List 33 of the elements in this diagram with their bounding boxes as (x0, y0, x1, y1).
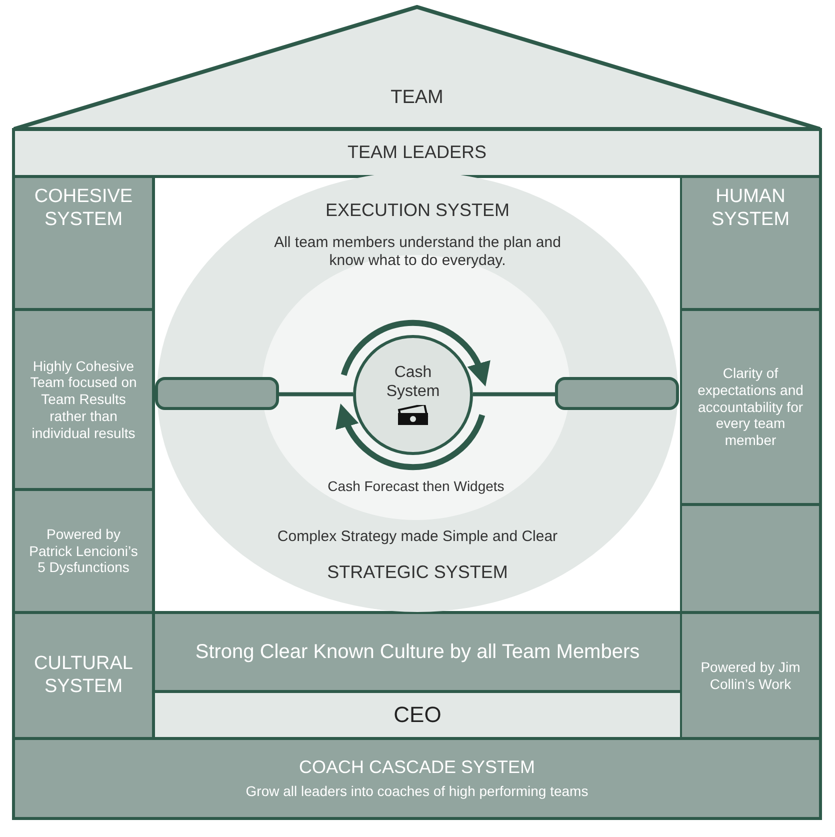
system-panel (682, 178, 819, 308)
system-panel (682, 311, 819, 503)
panel-label: COHESIVE SYSTEM (33, 186, 134, 232)
ellipse-text: Cash Forecast then Widgets (326, 478, 506, 495)
system-panel (15, 311, 152, 488)
panel-subtext: Grow all leaders into coaches of high performing teams (246, 782, 588, 800)
system-panel (15, 491, 152, 611)
empty-panel (682, 506, 819, 611)
system-panel (682, 614, 819, 737)
panel-label: Powered by Jim Collin’s Work (700, 658, 802, 692)
panel-label: Clarity of expectations and accountability for every team member (696, 365, 804, 449)
ellipse-text: Complex Strategy made Simple and Clear (276, 528, 559, 546)
panel-label: TEAM LEADERS (347, 142, 487, 164)
connector-line (473, 392, 555, 396)
system-panel (15, 178, 152, 308)
system-title: STRATEGIC SYSTEM (326, 562, 509, 584)
panel-label: Highly Cohesive Team focused on Team Results rather than individual results (29, 358, 138, 442)
system-panel (15, 131, 819, 175)
circle-label: Cash System (385, 362, 441, 402)
panel-label: Powered by Patrick Lencioni’s 5 Dysfunctions (28, 526, 139, 576)
panel-label: HUMAN SYSTEM (710, 186, 791, 232)
system-panel (15, 614, 152, 737)
panel-label: COACH CASCADE SYSTEM (298, 757, 536, 779)
system-panel (15, 740, 819, 817)
panel-label: CEO (394, 702, 442, 728)
system-panel (155, 614, 680, 690)
panel-label: CULTURAL SYSTEM (33, 652, 134, 698)
system-panel (155, 693, 680, 737)
ellipse-text: All team members understand the plan and know what to do everyday. (273, 234, 562, 270)
panel-label: Strong Clear Known Culture by all Team Members (195, 640, 640, 664)
roof-label: TEAM (390, 87, 444, 110)
connector-line (279, 392, 353, 396)
system-title: EXECUTION SYSTEM (324, 200, 511, 222)
